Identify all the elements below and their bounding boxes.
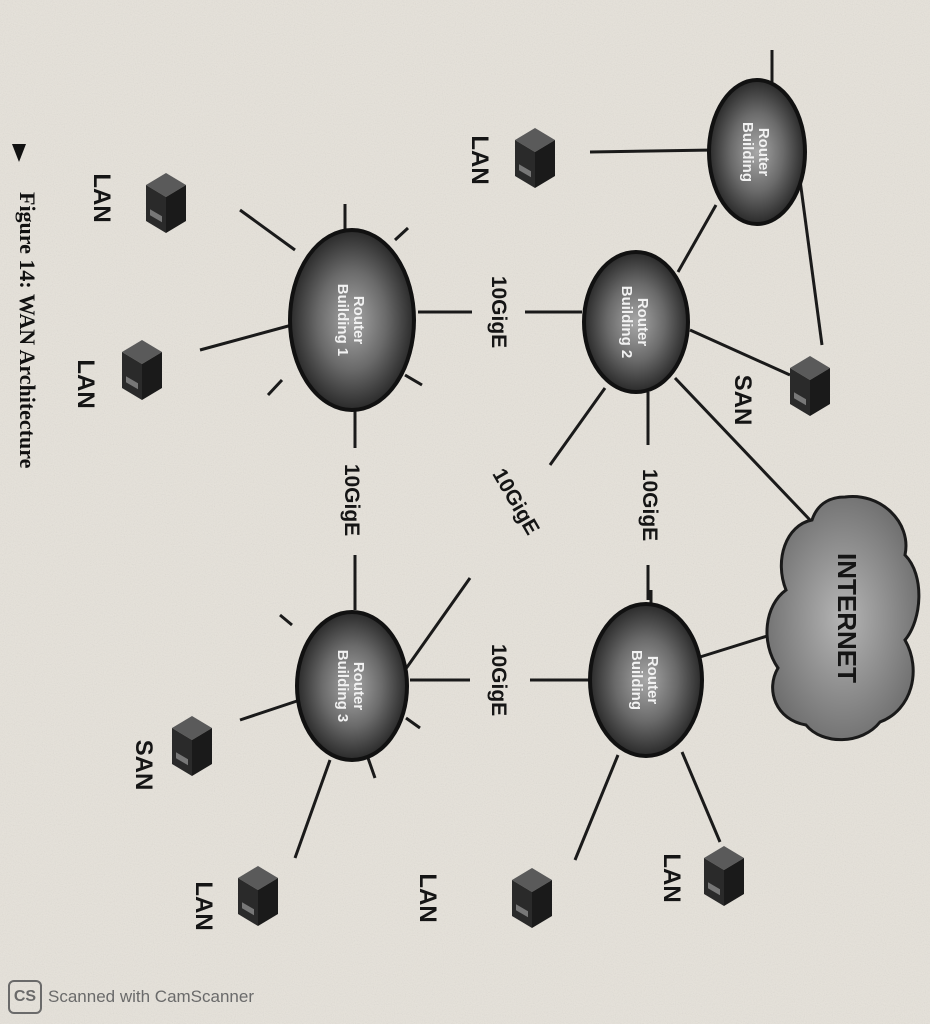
router-right-label-1: Router [644,656,661,704]
internet-cloud: INTERNET [765,494,921,742]
lan-bottom-device-icon [238,866,278,926]
router-bottom-label-1: Router [350,662,367,710]
router-center: Router Building 2 [582,250,690,394]
link-rright-lan2 [680,751,722,843]
stub-rbottom-b [366,757,377,779]
link-rcenter-san [689,328,791,377]
san-bottom-device-icon [172,716,212,776]
router-center-label-1: Router [634,298,651,346]
link-rtop-rcenter [676,204,718,273]
link-rleft-lan-a [239,208,296,252]
lan-top-device-icon [515,128,555,188]
router-top-label-2: Building [739,122,756,182]
router-left-label-2: Building 1 [334,284,351,357]
router-bottom: Router Building 3 [295,610,409,762]
internet-label: INTERNET [832,553,862,683]
link-label-rcenter-rleft: 10GigE [487,276,510,348]
lan-right2-device-icon [704,846,744,906]
scanner-footer-text: Scanned with CamScanner [48,987,255,1006]
link-rbottom-lan [293,759,332,859]
router-right-label-2: Building [628,650,645,710]
stub-rleft-b [393,226,410,242]
stub-rbottom-c [405,716,421,730]
link-rtop-san [798,179,824,346]
router-right: Router Building [588,602,704,758]
link-rleft-lan-b [199,323,293,352]
router-left-label-1: Router [350,296,367,344]
stub-rleft-a [266,378,284,397]
lan-right2-label: LAN [658,853,685,902]
caption-text: Figure 14: WAN Architecture [15,192,40,469]
stub-rbottom-a [279,613,293,627]
lan-left-b-label: LAN [72,359,99,408]
router-top: Router Building [707,78,807,226]
link-rtop-lan [589,148,715,154]
router-left: Router Building 1 [288,228,416,412]
router-bottom-label-2: Building 3 [334,650,351,723]
link-label-rleft-rbottom: 10GigE [340,464,363,536]
link-rbottom-san [239,698,301,722]
lan-top-label: LAN [466,135,493,184]
lan-left-a-label: LAN [88,173,115,222]
router-top-label-1: Router [755,128,772,176]
san-bottom-label: SAN [130,740,157,791]
lan-right-label: LAN [414,873,441,922]
lan-left-b-device-icon [122,340,162,400]
figure-caption: Figure 14: WAN Architecture [12,144,40,469]
link-label-rcenter-rright: 10GigE [638,469,661,541]
caption-triangle-icon [12,144,26,162]
link-rright-lan [573,754,620,861]
scanner-footer: CS Scanned with CamScanner [8,980,254,1014]
router-center-label-2: Building 2 [618,286,635,359]
link-rcenter-internet [673,376,812,522]
camscanner-logo-icon: CS [8,980,42,1014]
link-rcenter-rbottom-a [548,387,607,466]
link-label-rright-rbottom: 10GigE [487,644,510,716]
connection-lines [199,50,824,861]
san-top-device-icon [790,356,830,416]
san-top-label: SAN [729,375,756,426]
lan-bottom-label: LAN [190,881,217,930]
lan-right-device-icon [512,868,552,928]
link-rcenter-rbottom-b [403,577,472,671]
lan-left-a-device-icon [146,173,186,233]
stub-rleft-c [404,373,423,387]
